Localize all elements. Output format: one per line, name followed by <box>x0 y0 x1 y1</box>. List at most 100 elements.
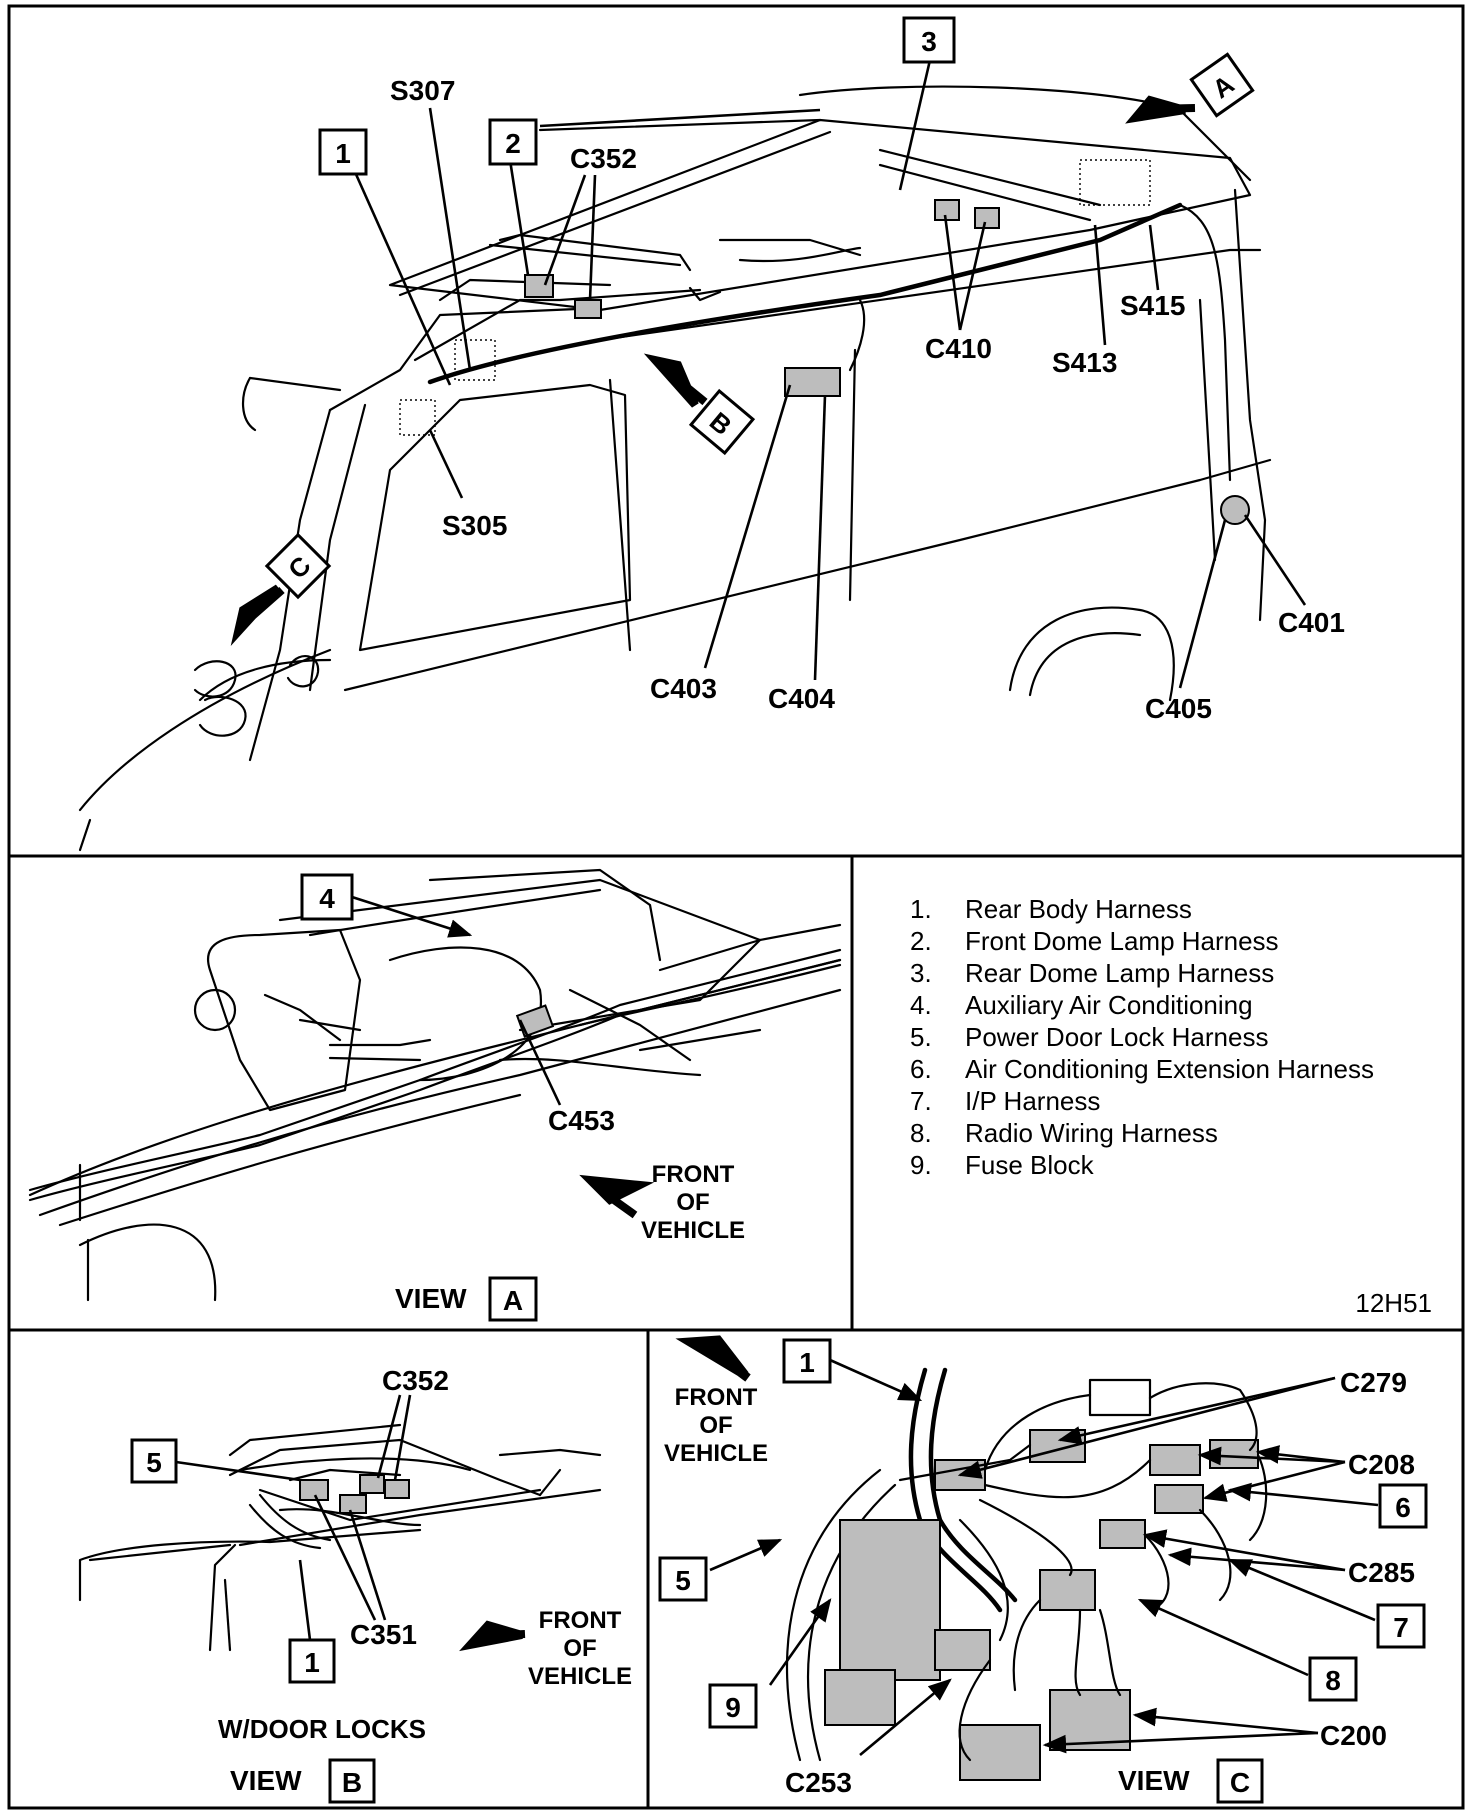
view-c-front-line2: OF <box>699 1412 732 1439</box>
legend-text-3: Rear Dome Lamp Harness <box>965 958 1274 988</box>
splice-s413-s415-hatch <box>1079 159 1151 206</box>
view-marker-a: A <box>1189 52 1255 118</box>
view-b-front-line3: VEHICLE <box>528 1663 632 1690</box>
view-marker-b: B <box>688 388 756 456</box>
view-a-letter: A <box>503 1285 523 1316</box>
label-c404: C404 <box>768 683 835 714</box>
view-b-letter: B <box>342 1767 362 1798</box>
legend-text-8: Radio Wiring Harness <box>965 1118 1218 1148</box>
connector-c253b-shape <box>934 1629 991 1671</box>
view-a-front-line2: OF <box>676 1189 709 1216</box>
outer-frame <box>7 4 1465 1810</box>
label-s307: S307 <box>390 75 455 106</box>
legend-text-2: Front Dome Lamp Harness <box>965 926 1279 956</box>
leader-c453 <box>518 1019 562 1106</box>
label-s415: S415 <box>1120 290 1185 321</box>
label-c352-main: C352 <box>570 143 637 174</box>
callout-main-3: 3 <box>921 26 937 57</box>
label-c453: C453 <box>548 1105 615 1136</box>
legend-num-6: 6. <box>910 1054 932 1084</box>
callout-box-view-a-4: 4 <box>300 873 354 921</box>
view-c-front-line3: VEHICLE <box>664 1440 768 1467</box>
van-body-artwork <box>78 85 1272 852</box>
view-b-subtitle: W/DOOR LOCKS <box>218 1714 426 1744</box>
callout-view-b-5: 5 <box>146 1447 162 1478</box>
leader-c351-2 <box>348 1509 387 1621</box>
label-c285: C285 <box>1348 1557 1415 1588</box>
fuse-block-base-shape <box>824 1669 896 1726</box>
legend-num-7: 7. <box>910 1086 932 1116</box>
view-a-front-arrow <box>579 1174 655 1219</box>
view-marker-c: C <box>264 532 332 600</box>
view-a-front-line1: FRONT <box>652 1161 735 1188</box>
view-b-artwork <box>78 1423 602 1652</box>
label-c253: C253 <box>785 1767 852 1798</box>
connector-c208c-shape <box>1154 1484 1204 1514</box>
view-b-letter-box: B <box>328 1758 376 1804</box>
legend-text-4: Auxiliary Air Conditioning <box>965 990 1253 1020</box>
callout-view-c-8: 8 <box>1325 1665 1341 1696</box>
leader-view-a-4 <box>351 895 473 938</box>
view-b-front-arrow <box>459 1620 526 1652</box>
connector-c403-c404-shape <box>784 367 841 397</box>
view-c-title: VIEW <box>1118 1765 1190 1796</box>
leader-view-b-1 <box>298 1559 312 1641</box>
view-a-letter-box: A <box>488 1276 538 1322</box>
callout-box-main-2: 2 <box>488 118 538 166</box>
callout-box-view-b-1: 1 <box>288 1638 336 1684</box>
figure-id: 12H51 <box>1355 1288 1432 1318</box>
callout-box-view-c-1: 1 <box>782 1338 832 1384</box>
leader-c351-1 <box>313 1494 377 1621</box>
label-c351: C351 <box>350 1619 417 1650</box>
legend-num-3: 3. <box>910 958 932 988</box>
callout-view-c-5: 5 <box>675 1565 691 1596</box>
legend-text-9: Fuse Block <box>965 1150 1095 1180</box>
connector-c208b-shape <box>1209 1439 1259 1469</box>
leader-c352-b-1 <box>376 1394 402 1479</box>
legend-num-2: 2. <box>910 926 932 956</box>
main-view-leaders <box>353 59 1307 689</box>
callout-box-view-b-5: 5 <box>130 1438 178 1484</box>
callout-box-view-c-8: 8 <box>1308 1656 1358 1702</box>
legend-num-1: 1. <box>910 894 932 924</box>
label-c279: C279 <box>1340 1367 1407 1398</box>
legend-num-9: 9. <box>910 1150 932 1180</box>
view-b-front-line1: FRONT <box>539 1607 622 1634</box>
fuse-block-shape <box>839 1519 941 1681</box>
callout-box-main-3: 3 <box>902 16 956 64</box>
label-c401: C401 <box>1278 607 1345 638</box>
connector-c200b-shape <box>959 1724 1041 1781</box>
label-c208: C208 <box>1348 1449 1415 1480</box>
legend-num-8: 8. <box>910 1118 932 1148</box>
connector-c208-shape <box>1149 1444 1201 1476</box>
callout-main-1: 1 <box>335 138 351 169</box>
connector-c352b-shape <box>574 299 602 319</box>
legend-text-5: Power Door Lock Harness <box>965 1022 1268 1052</box>
callout-box-view-c-6: 6 <box>1378 1483 1428 1529</box>
label-c410: C410 <box>925 333 992 364</box>
callout-box-view-c-5: 5 <box>658 1556 708 1602</box>
label-s413: S413 <box>1052 347 1117 378</box>
leader-c352-b-2 <box>393 1394 412 1481</box>
view-a-artwork <box>28 868 842 1302</box>
view-c-front-arrow <box>675 1335 751 1382</box>
view-arrows <box>230 95 1196 646</box>
callout-view-b-1: 1 <box>304 1647 320 1678</box>
callout-view-a-4: 4 <box>319 883 335 914</box>
view-a-front-line3: VEHICLE <box>641 1217 745 1244</box>
legend-num-5: 5. <box>910 1022 932 1052</box>
label-s305: S305 <box>442 510 507 541</box>
label-c200: C200 <box>1320 1720 1387 1751</box>
legend-text-6: Air Conditioning Extension Harness <box>965 1054 1374 1084</box>
callout-view-c-6: 6 <box>1395 1492 1411 1523</box>
label-c352-view-b: C352 <box>382 1365 449 1396</box>
view-a-title: VIEW <box>395 1283 467 1314</box>
view-b-title: VIEW <box>230 1765 302 1796</box>
connector-c285-shape <box>1099 1519 1146 1549</box>
legend-num-4: 4. <box>910 990 932 1020</box>
callout-view-c-9: 9 <box>725 1692 741 1723</box>
view-c-artwork <box>785 1367 1268 1781</box>
view-c-letter: C <box>1230 1767 1250 1798</box>
